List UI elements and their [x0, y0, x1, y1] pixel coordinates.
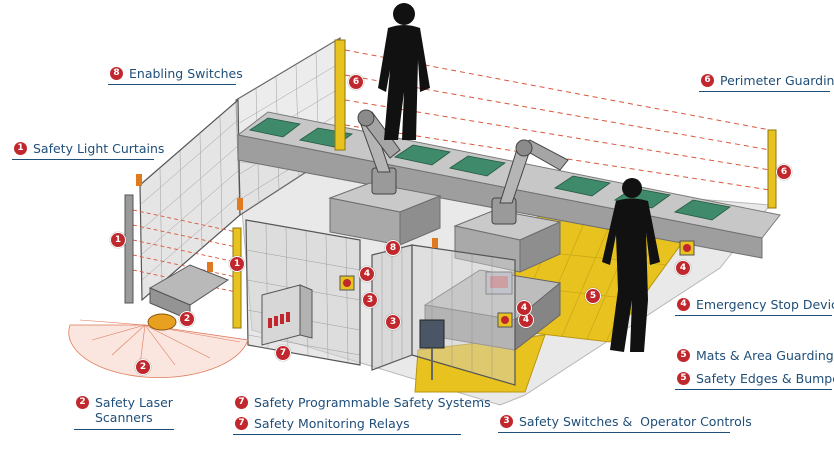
person-silhouette-front [602, 178, 660, 352]
rule-safety-edges-bumpers [675, 389, 832, 390]
label-text-safety-laser-line2: Scanners [95, 410, 153, 425]
marker-laser-scanner-unit: 2 [179, 311, 195, 327]
label-text-safety-programmable-systems: Safety Programmable Safety Systems [254, 395, 491, 410]
robot-base-2-side [519, 221, 561, 273]
rule-perimeter-guarding [699, 91, 830, 92]
label-safety-light-curtains: 1 Safety Light Curtains [14, 141, 164, 156]
marker-safety-mat: 5 [585, 288, 601, 304]
rule-safety-laser-scanners [74, 429, 174, 430]
label-text-emergency-stop-devices: Emergency Stop Devices [696, 297, 834, 312]
safety-relays [268, 312, 290, 328]
operator-pendant [419, 319, 445, 349]
hmi-screen-inner [490, 276, 508, 288]
marker-safety-switch-panel: 3 [385, 314, 401, 330]
robot-arm-1 [357, 109, 401, 195]
marker-light-curtain-left: 1 [110, 232, 126, 248]
badge-safety-programmable-systems: 7 [235, 396, 248, 409]
emergency-stop-buttons [339, 240, 695, 328]
rule-safety-monitoring-relays [233, 434, 461, 435]
fence-panel-left [139, 98, 241, 302]
rule-safety-switches-operator-controls [498, 432, 730, 433]
laser-scan-field [68, 324, 249, 379]
label-text-enabling-switches: Enabling Switches [129, 66, 243, 81]
marker-laser-scanner-field: 2 [135, 359, 151, 375]
badge-mats-area-guarding: 5 [677, 349, 690, 362]
rule-enabling-switches [108, 84, 236, 85]
label-safety-edges-bumpers: 5 Safety Edges & Bumpers [677, 371, 834, 386]
badge-safety-edges-bumpers: 5 [677, 372, 690, 385]
marker-enabling-switch: 8 [385, 240, 401, 256]
marker-estop-fence: 4 [359, 266, 375, 282]
marker-perimeter-right: 6 [776, 164, 792, 180]
rule-safety-light-curtains [12, 159, 154, 160]
marker-control-cabinet: 7 [275, 345, 291, 361]
fence-panel-front-right [411, 244, 516, 386]
label-emergency-stop-devices: 4 Emergency Stop Devices [677, 297, 834, 312]
label-text-safety-switches-operator-controls: Safety Switches & Operator Controls [519, 414, 752, 429]
label-perimeter-guarding: 6 Perimeter Guarding [701, 73, 834, 88]
label-text-safety-laser-scanners: Safety Laser Scanners [95, 395, 173, 425]
light-curtain-posts [124, 39, 777, 329]
marker-perimeter-left: 6 [348, 74, 364, 90]
badge-safety-light-curtains: 1 [14, 142, 27, 155]
label-safety-monitoring-relays: 7 Safety Monitoring Relays [235, 416, 410, 431]
marker-estop-operator: 4 [516, 300, 532, 316]
marker-estop-right: 4 [675, 260, 691, 276]
robot-arm-2 [491, 139, 569, 225]
label-text-safety-laser-line1: Safety Laser [95, 395, 173, 410]
badge-safety-switches-operator-controls: 3 [500, 415, 513, 428]
badge-perimeter-guarding: 6 [701, 74, 714, 87]
control-cabinet-side [299, 284, 313, 339]
label-enabling-switches: 8 Enabling Switches [110, 66, 243, 81]
conveyor-trays [248, 117, 731, 221]
robot-base-1-side [399, 195, 441, 246]
label-text-safety-light-curtains: Safety Light Curtains [33, 141, 165, 156]
label-mats-area-guarding: 5 Mats & Area Guarding [677, 348, 834, 363]
badge-emergency-stop-devices: 4 [677, 298, 690, 311]
label-text-mats-area-guarding: Mats & Area Guarding [696, 348, 834, 363]
label-text-safety-edges-bumpers: Safety Edges & Bumpers [696, 371, 834, 386]
badge-enabling-switches: 8 [110, 67, 123, 80]
label-text-perimeter-guarding: Perimeter Guarding [720, 73, 834, 88]
badge-safety-laser-scanners: 2 [76, 396, 89, 409]
beacon-lights [136, 174, 438, 272]
label-safety-switches-operator-controls: 3 Safety Switches & Operator Controls [500, 414, 752, 429]
marker-safety-switch-door: 3 [362, 292, 378, 308]
rule-emergency-stop-devices [675, 315, 832, 316]
person-silhouette-back [378, 3, 430, 140]
label-safety-laser-scanners: 2 Safety Laser Scanners [76, 395, 173, 425]
label-text-safety-monitoring-relays: Safety Monitoring Relays [254, 416, 410, 431]
label-safety-programmable-systems: 7 Safety Programmable Safety Systems [235, 395, 491, 410]
marker-light-curtain-front: 1 [229, 256, 245, 272]
laser-scanner [147, 313, 177, 331]
badge-safety-monitoring-relays: 7 [235, 417, 248, 430]
